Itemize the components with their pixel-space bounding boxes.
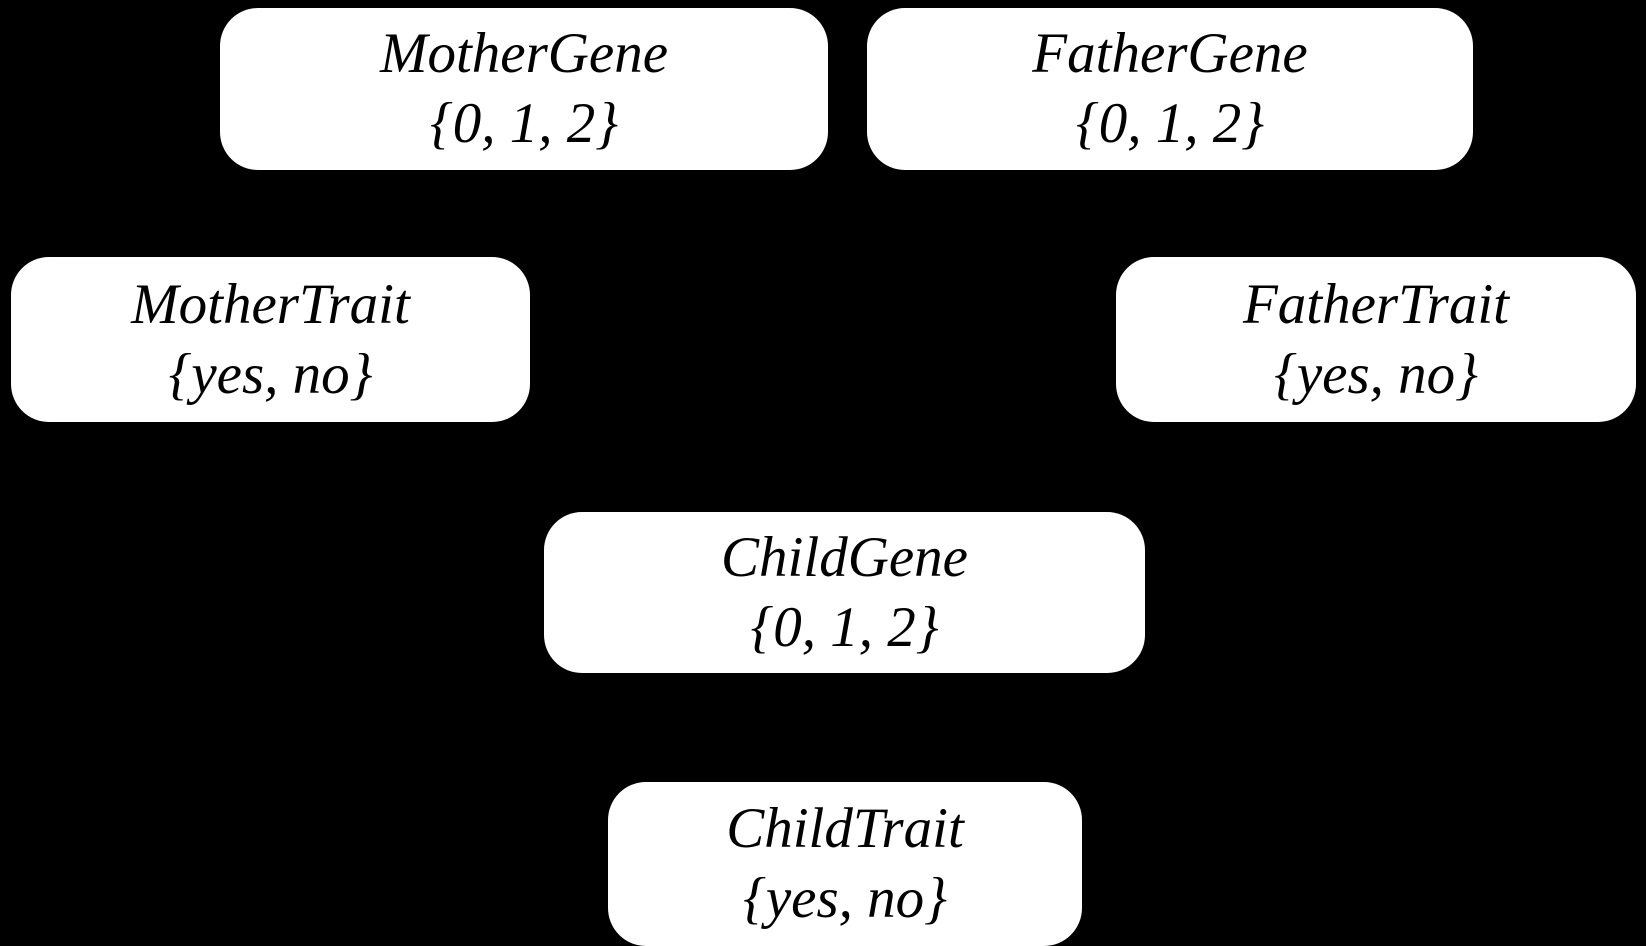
node-father-trait-domain: {yes, no} — [1274, 342, 1478, 406]
node-mother-trait: MotherTrait {yes, no} — [11, 257, 530, 422]
node-father-trait-label: FatherTrait — [1242, 272, 1510, 336]
node-mother-trait-domain: {yes, no} — [168, 342, 373, 406]
node-father-gene-domain: {0, 1, 2} — [1075, 92, 1265, 155]
node-child-gene-label: ChildGene — [721, 525, 968, 589]
node-child-trait-label: ChildTrait — [726, 797, 964, 860]
node-child-gene-domain: {0, 1, 2} — [750, 595, 939, 659]
node-father-trait: FatherTrait {yes, no} — [1116, 257, 1636, 422]
node-mother-trait-label: MotherTrait — [131, 272, 410, 336]
node-child-trait-domain: {yes, no} — [743, 867, 947, 930]
node-child-gene: ChildGene {0, 1, 2} — [544, 512, 1145, 673]
node-mother-gene-label: MotherGene — [379, 22, 669, 85]
node-father-gene-label: FatherGene — [1032, 22, 1308, 85]
node-father-gene: FatherGene {0, 1, 2} — [867, 8, 1473, 170]
node-mother-gene-domain: {0, 1, 2} — [429, 92, 619, 155]
node-child-trait: ChildTrait {yes, no} — [608, 782, 1082, 946]
node-mother-gene: MotherGene {0, 1, 2} — [220, 8, 828, 170]
